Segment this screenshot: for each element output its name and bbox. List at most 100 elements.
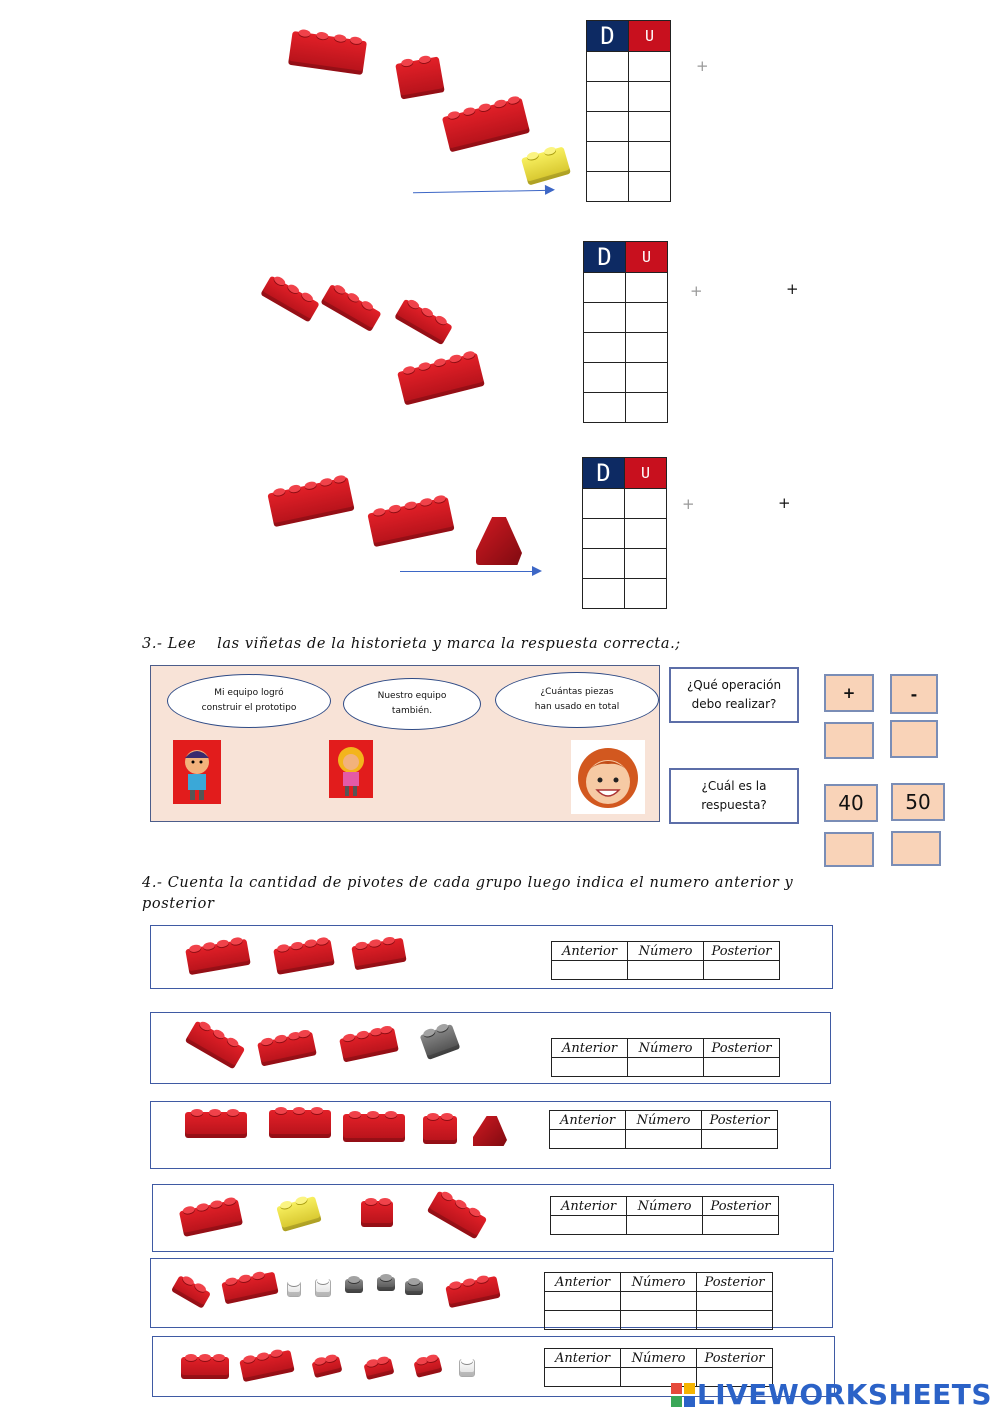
answer-cell[interactable] (627, 1057, 704, 1077)
col-numero: Número (627, 1038, 704, 1058)
cell[interactable] (586, 171, 629, 202)
cell[interactable] (583, 302, 626, 333)
red-brick (367, 494, 455, 548)
cell[interactable] (583, 392, 626, 423)
red-brick (273, 936, 335, 975)
arrow (400, 566, 542, 576)
cell[interactable] (583, 332, 626, 363)
cell[interactable] (628, 111, 671, 142)
cell[interactable] (624, 578, 667, 609)
question-text: debo realizar? (691, 697, 777, 711)
answer-cell[interactable] (701, 1129, 778, 1149)
plus-sign: + (786, 280, 799, 298)
minus-option-button[interactable]: - (890, 674, 938, 714)
plus-option-button[interactable]: + (824, 674, 874, 712)
answer-slot[interactable] (891, 831, 941, 866)
cell[interactable] (625, 362, 668, 393)
answer-cell[interactable] (696, 1310, 773, 1330)
cell[interactable] (582, 518, 625, 549)
answer-slot[interactable] (890, 720, 938, 758)
boy-character-icon (173, 740, 221, 804)
answer-cell[interactable] (627, 960, 704, 980)
answer-cell[interactable] (696, 1291, 773, 1311)
girl-character-icon (329, 740, 373, 798)
answer-cell[interactable] (626, 1215, 703, 1235)
answer-cell[interactable] (544, 1367, 621, 1387)
yellow-brick (276, 1195, 322, 1233)
cell[interactable] (624, 548, 667, 579)
slope-brick (473, 1116, 507, 1146)
answer-slot[interactable] (824, 722, 874, 759)
answer-cell[interactable] (549, 1129, 626, 1149)
answer-cell[interactable] (620, 1310, 697, 1330)
bubble-text: construir el prototipo (201, 703, 297, 713)
cell[interactable] (582, 548, 625, 579)
col-anterior: Anterior (544, 1348, 621, 1368)
answer-cell[interactable] (544, 1291, 621, 1311)
answer-cell[interactable] (551, 1057, 628, 1077)
cell[interactable] (586, 111, 629, 142)
section4-title-line: 4.- Cuenta la cantidad de pivotes de cad… (142, 875, 794, 891)
slope-brick (476, 517, 522, 565)
cell[interactable] (628, 171, 671, 202)
answer-option-button[interactable]: 40 (824, 784, 878, 822)
red-brick (287, 28, 368, 76)
red-brick (257, 1028, 317, 1067)
cell[interactable] (628, 51, 671, 82)
answer-cell[interactable] (625, 1129, 702, 1149)
cell[interactable] (628, 141, 671, 172)
plus-sign: + (778, 494, 791, 512)
red-brick (267, 474, 355, 528)
answer-cell[interactable] (620, 1291, 697, 1311)
cell[interactable] (624, 518, 667, 549)
cell[interactable] (583, 272, 626, 303)
red-brick (397, 350, 485, 406)
col-numero: Número (626, 1196, 703, 1216)
col-posterior: Posterior (696, 1272, 773, 1292)
answer-cell[interactable] (550, 1215, 627, 1235)
red-brick (351, 936, 407, 971)
answer-option-button[interactable]: 50 (891, 783, 945, 821)
plus-sign: + (682, 495, 695, 513)
cell[interactable] (582, 578, 625, 609)
cell[interactable] (582, 488, 625, 519)
question-text: ¿Qué operación (686, 678, 782, 692)
answer-cell[interactable] (703, 960, 780, 980)
answer-cell[interactable] (702, 1215, 779, 1235)
cell[interactable] (625, 272, 668, 303)
answer-cell[interactable] (544, 1310, 621, 1330)
answer-cell[interactable] (703, 1057, 780, 1077)
col-posterior: Posterior (702, 1196, 779, 1216)
cell[interactable] (586, 81, 629, 112)
answer-cell[interactable] (696, 1367, 773, 1387)
question-text: ¿Cuál es la (701, 779, 767, 793)
plus-sign: + (696, 57, 709, 75)
cell[interactable] (628, 81, 671, 112)
answer-slot[interactable] (824, 832, 874, 867)
red-brick (343, 1111, 405, 1142)
cell[interactable] (624, 488, 667, 519)
cell[interactable] (625, 392, 668, 423)
answer-cell[interactable] (551, 960, 628, 980)
red-brick (311, 1353, 343, 1379)
question-box: ¿Qué operación debo realizar? (669, 667, 799, 723)
cell[interactable] (586, 141, 629, 172)
header-tens: D (586, 20, 629, 52)
cell[interactable] (583, 362, 626, 393)
col-numero: Número (620, 1348, 697, 1368)
red-brick (426, 1190, 488, 1240)
cell[interactable] (586, 51, 629, 82)
gray-brick (345, 1276, 363, 1293)
cell[interactable] (625, 332, 668, 363)
cell[interactable] (625, 302, 668, 333)
col-anterior: Anterior (544, 1272, 621, 1292)
